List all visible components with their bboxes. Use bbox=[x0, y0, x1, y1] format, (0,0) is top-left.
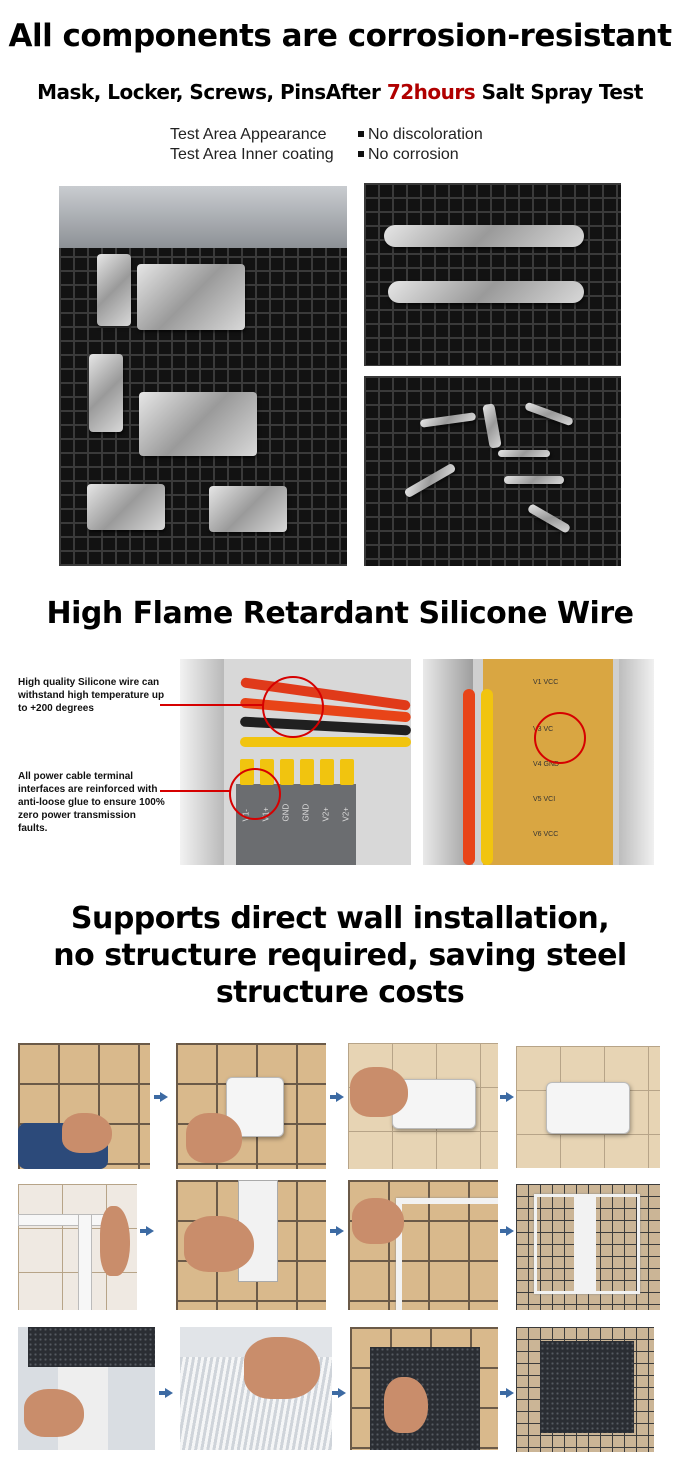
hand bbox=[352, 1198, 404, 1244]
step-mount-module bbox=[18, 1327, 155, 1450]
step-arrow-icon bbox=[500, 1388, 514, 1398]
board-label: V2+ bbox=[341, 807, 351, 822]
step-tighten-frame bbox=[348, 1180, 498, 1310]
spec-row-appearance: Test Area Appearance No discoloration bbox=[170, 125, 483, 145]
callout-line bbox=[160, 704, 264, 706]
frame-outline bbox=[396, 1198, 498, 1310]
screw bbox=[498, 450, 550, 457]
step-press-module bbox=[350, 1327, 498, 1450]
step-drill-wall bbox=[18, 1043, 150, 1169]
step-display-installed bbox=[516, 1327, 654, 1452]
screw bbox=[482, 403, 502, 449]
step-arrow-icon bbox=[332, 1388, 346, 1398]
hand bbox=[100, 1206, 130, 1276]
mask-bracket bbox=[89, 354, 123, 432]
step-mount-plate bbox=[176, 1043, 326, 1169]
board-label: V1 VCC bbox=[533, 679, 559, 686]
callout-circle-wire bbox=[262, 676, 324, 738]
yellow-wire bbox=[240, 737, 411, 747]
spec-row-coating: Test Area Inner coating No corrosion bbox=[170, 145, 483, 165]
board-label: V2+ bbox=[321, 807, 331, 822]
mounting-plate bbox=[546, 1082, 630, 1134]
spec-value: No discoloration bbox=[368, 126, 483, 143]
title-line: Supports direct wall installation, bbox=[70, 901, 610, 936]
note-silicone-temperature: High quality Silicone wire can withstand… bbox=[18, 677, 165, 714]
board-label: V5 VCI bbox=[533, 796, 556, 803]
callout-circle-terminal bbox=[229, 768, 281, 820]
step-arrow-icon bbox=[500, 1092, 514, 1102]
frame-column bbox=[574, 1194, 596, 1294]
step-arrow-icon bbox=[159, 1388, 173, 1398]
salt-spray-subtitle: Mask, Locker, Screws, PinsAfter 72hours … bbox=[0, 80, 680, 104]
hand bbox=[384, 1377, 428, 1433]
square-bullet-icon bbox=[358, 130, 364, 137]
spec-value-wrap: No discoloration bbox=[358, 125, 483, 145]
photo-wiring-right: V1 VCC V3 VC V4 GND V5 VCI V6 VCC bbox=[423, 659, 654, 865]
step-arrow-icon bbox=[330, 1226, 344, 1236]
subtitle-prefix: Mask, Locker, Screws, PinsAfter bbox=[37, 80, 387, 104]
step-fix-frame bbox=[176, 1180, 326, 1310]
locker-latch bbox=[137, 264, 245, 330]
photo-pins bbox=[364, 183, 621, 366]
frame-rail bbox=[180, 659, 224, 865]
test-specs: Test Area Appearance No discoloration Te… bbox=[170, 125, 483, 165]
step-arrow-icon bbox=[140, 1226, 154, 1236]
red-wire bbox=[463, 689, 475, 865]
yellow-wire bbox=[481, 689, 493, 865]
step-arrow-icon bbox=[330, 1092, 344, 1102]
board-label: GND bbox=[281, 803, 291, 822]
locker-latch bbox=[139, 392, 257, 456]
hand bbox=[350, 1067, 408, 1117]
spec-label: Test Area Appearance bbox=[170, 126, 327, 143]
hand bbox=[186, 1113, 242, 1163]
hinge bbox=[209, 486, 287, 532]
subtitle-highlight-hours: 72hours bbox=[386, 80, 476, 104]
frame-bar bbox=[78, 1214, 92, 1310]
title-line: structure costs bbox=[215, 975, 465, 1010]
step-frame-installed bbox=[516, 1184, 660, 1310]
frame-rail bbox=[619, 659, 654, 865]
orange-pcb bbox=[483, 659, 613, 865]
spec-value: No corrosion bbox=[368, 146, 459, 163]
square-bullet-icon bbox=[358, 150, 364, 157]
step-screw-plate bbox=[348, 1043, 498, 1169]
hinge bbox=[87, 484, 165, 530]
frame-bar bbox=[18, 1214, 110, 1226]
board-label: GND bbox=[301, 803, 311, 822]
screw bbox=[524, 401, 574, 427]
section-title-silicone-wire: High Flame Retardant Silicone Wire bbox=[46, 596, 634, 631]
screw bbox=[526, 503, 572, 534]
step-hang-frame bbox=[18, 1184, 137, 1310]
screw bbox=[504, 476, 564, 484]
section-title-wall-installation: Supports direct wall installation, no st… bbox=[0, 900, 680, 1011]
spec-value-wrap: No corrosion bbox=[358, 145, 459, 165]
note-anti-loose-glue: All power cable terminal interfaces are … bbox=[18, 771, 165, 834]
photo-locks-hinges bbox=[59, 186, 347, 566]
photo-screws bbox=[364, 376, 621, 566]
callout-line bbox=[160, 790, 230, 792]
hand bbox=[62, 1113, 112, 1153]
step-lock-module bbox=[180, 1327, 332, 1450]
pin bbox=[388, 281, 584, 303]
screw bbox=[403, 462, 457, 499]
board-label: V4 GND bbox=[533, 761, 560, 768]
subtitle-suffix: Salt Spray Test bbox=[475, 80, 644, 104]
hand bbox=[24, 1389, 84, 1437]
step-arrow-icon bbox=[154, 1092, 168, 1102]
board-label: V6 VCC bbox=[533, 831, 559, 838]
led-module bbox=[540, 1341, 634, 1433]
screw bbox=[419, 412, 477, 428]
section-title-corrosion: All components are corrosion-resistant bbox=[8, 18, 672, 54]
step-arrow-icon bbox=[500, 1226, 514, 1236]
led-module bbox=[28, 1327, 155, 1367]
mask-bracket bbox=[97, 254, 131, 326]
hand bbox=[184, 1216, 254, 1272]
step-plate-installed bbox=[516, 1046, 660, 1168]
callout-circle-terminal-right bbox=[534, 712, 586, 764]
spec-label: Test Area Inner coating bbox=[170, 146, 334, 163]
photo-background-light bbox=[59, 186, 347, 248]
pin bbox=[384, 225, 584, 247]
title-line: no structure required, saving steel bbox=[53, 938, 627, 973]
hand bbox=[244, 1337, 320, 1399]
